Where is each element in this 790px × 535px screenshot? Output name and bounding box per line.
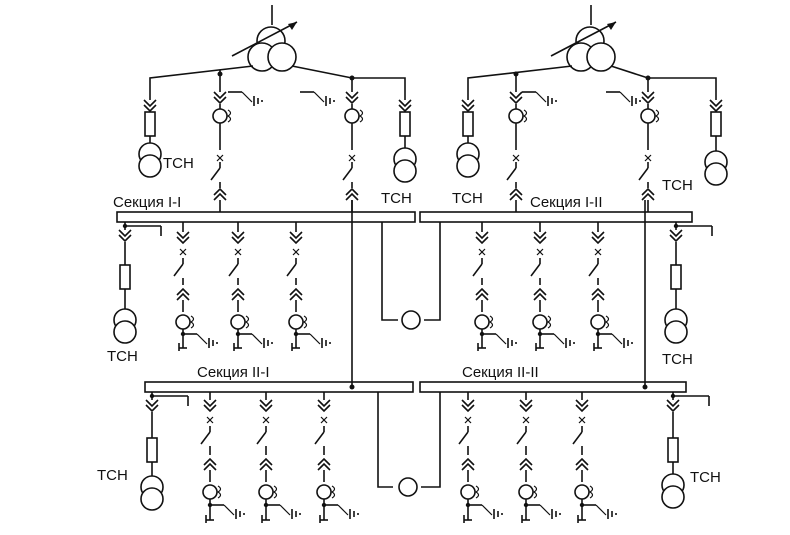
tsn-label-3: ТСН [452,190,483,207]
section-label-2-2: Секция II-II [462,364,539,381]
incomer-earthing-switch-2 [300,91,335,106]
feeder-cell-2-2-3 [572,392,617,523]
tsn-cell-section-1-2 [664,222,713,344]
feeder-cell-1-2-3 [588,222,633,351]
busbar-section-1-1 [116,211,416,223]
tsn-label-8: ТСН [690,469,721,486]
feeder-cell-2-1-2 [256,392,301,523]
tsn-label-2: ТСН [381,190,412,207]
tsn-cell-section-1-1 [113,222,162,344]
incomer-2-2 [638,91,660,212]
tsn-label-1: ТСН [163,155,194,172]
incomer-earthing-switch-4 [606,91,641,106]
incomer-1-2 [506,91,528,212]
feeder-cells [113,91,728,523]
tsn-cell-top-2 [393,92,417,183]
tsn-label-4: ТСН [662,177,693,194]
tsn-cell-top-3 [456,92,480,178]
bus-tie-lines [349,200,648,497]
feeder-cell-2-2-1 [458,392,503,523]
feeder-cell-1-1-1 [173,222,218,351]
tsn-label-5: ТСН [107,348,138,365]
feeder-cell-2-2-2 [516,392,561,523]
tsn-label-7: ТСН [97,467,128,484]
incomer-1-1 [210,91,232,212]
busbar-section-2-1 [144,381,414,393]
feeder-cell-2-1-1 [200,392,245,523]
feeder-cell-1-2-1 [472,222,517,351]
feeder-cell-1-1-3 [286,222,331,351]
main-transformer-1 [149,5,406,92]
tsn-cell-top-4 [704,92,728,186]
busbar-section-2-2 [419,381,687,393]
feeder-cell-1-1-2 [228,222,273,351]
section-label-1-2: Секция I-II [530,194,603,211]
incomer-earthing-switch-1 [228,91,263,106]
feeder-cell-2-1-3 [314,392,359,523]
incomer-2-1 [342,91,364,212]
feeder-cell-1-2-2 [530,222,575,351]
main-transformer-2 [467,5,717,92]
tsn-cell-top-1 [138,92,162,178]
section-label-1-1: Секция I-I [113,194,181,211]
busbar-section-1-2 [419,211,693,223]
tsn-cell-section-2-2 [661,392,710,509]
tsn-cell-section-2-1 [140,392,189,511]
tsn-label-6: ТСН [662,351,693,368]
section-label-2-1: Секция II-I [197,364,270,381]
incomer-earthing-switch-3 [522,91,557,106]
